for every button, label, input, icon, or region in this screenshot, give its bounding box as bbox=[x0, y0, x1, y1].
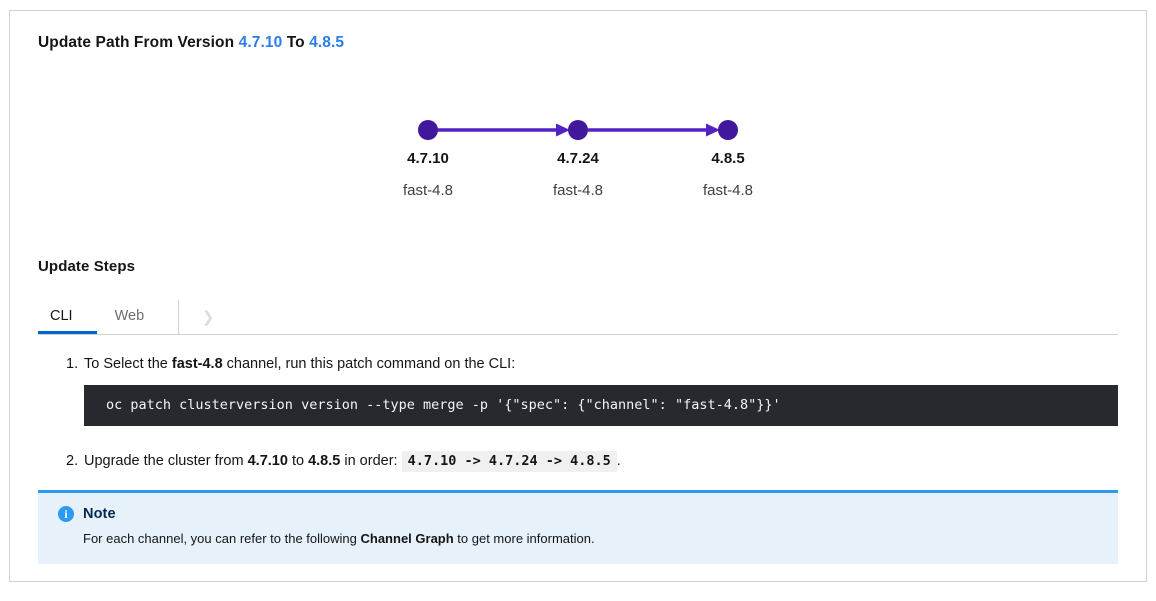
update-graph-svg bbox=[418, 120, 738, 140]
title-text: Update Path From Version bbox=[38, 34, 239, 51]
step-item-2: 2. Upgrade the cluster from 4.7.10 to 4.8… bbox=[66, 451, 1118, 472]
step-text: to bbox=[287, 453, 309, 469]
graph-node-version: 4.8.5 bbox=[711, 150, 745, 167]
tabs-divider bbox=[178, 300, 180, 334]
graph-node-channel: fast-4.8 bbox=[702, 182, 754, 199]
note-title: Note bbox=[83, 506, 116, 522]
update-steps-heading: Update Steps bbox=[38, 258, 136, 275]
graph-node-channel: fast-4.8 bbox=[552, 182, 604, 199]
step-list: 1. To Select the fast-4.8 channel, run th… bbox=[38, 355, 1118, 472]
tabs-scroll-right-button[interactable]: ❯ bbox=[179, 300, 237, 334]
graph-node-circle[interactable] bbox=[718, 120, 738, 140]
note-banner: i Note For each channel, you can refer t… bbox=[38, 490, 1118, 564]
step-text: Upgrade the cluster from bbox=[84, 453, 248, 469]
note-text: For each channel, you can refer to the f… bbox=[83, 531, 361, 546]
page-title: Update Path From Version 4.7.10 To 4.8.5 bbox=[38, 34, 1118, 52]
step-text: To Select the bbox=[84, 356, 172, 372]
step-number: 1. bbox=[66, 356, 79, 372]
inline-code-order: 4.7.10 -> 4.7.24 -> 4.8.5 bbox=[401, 451, 617, 472]
graph-node-version: 4.7.24 bbox=[557, 150, 599, 167]
chevron-right-icon: ❯ bbox=[201, 309, 215, 326]
graph-node-circle[interactable] bbox=[568, 120, 588, 140]
update-graph: 4.7.10 4.7.24 4.8.5 fast-4.8 fast-4.8 fa… bbox=[403, 116, 753, 208]
note-body: For each channel, you can refer to the f… bbox=[83, 531, 1102, 546]
step-text: channel, run this patch command on the C… bbox=[222, 356, 516, 372]
arrowhead-icon bbox=[706, 123, 720, 137]
info-icon: i bbox=[58, 506, 74, 522]
from-version-bold: 4.7.10 bbox=[247, 453, 288, 469]
note-header: i Note bbox=[58, 506, 1102, 522]
step-text: in order: bbox=[340, 453, 402, 469]
graph-node-circle[interactable] bbox=[418, 120, 438, 140]
channel-graph-bold: Channel Graph bbox=[360, 531, 454, 546]
title-to-version: 4.8.5 bbox=[309, 34, 345, 51]
title-from-version: 4.7.10 bbox=[238, 34, 283, 51]
code-block: oc patch clusterversion version --type m… bbox=[84, 385, 1118, 426]
step-period: . bbox=[616, 453, 621, 469]
graph-node-channel: fast-4.8 bbox=[402, 182, 454, 199]
to-version-bold: 4.8.5 bbox=[308, 453, 341, 469]
note-text: to get more information. bbox=[453, 531, 595, 546]
graph-node-version: 4.7.10 bbox=[407, 150, 449, 167]
step-item-1: 1. To Select the fast-4.8 channel, run th… bbox=[66, 355, 1118, 426]
channel-name-bold: fast-4.8 bbox=[171, 356, 223, 372]
arrowhead-icon bbox=[556, 123, 570, 137]
steps-tab-bar: CLI Web ❯ bbox=[38, 300, 1118, 335]
update-path-card: Update Path From Version 4.7.10 To 4.8.5… bbox=[9, 10, 1147, 582]
title-connector: To bbox=[282, 34, 310, 51]
tab-cli[interactable]: CLI bbox=[38, 300, 97, 334]
step-number: 2. bbox=[66, 453, 79, 469]
tab-web[interactable]: Web bbox=[114, 308, 145, 324]
patch-command: oc patch clusterversion version --type m… bbox=[106, 397, 781, 413]
